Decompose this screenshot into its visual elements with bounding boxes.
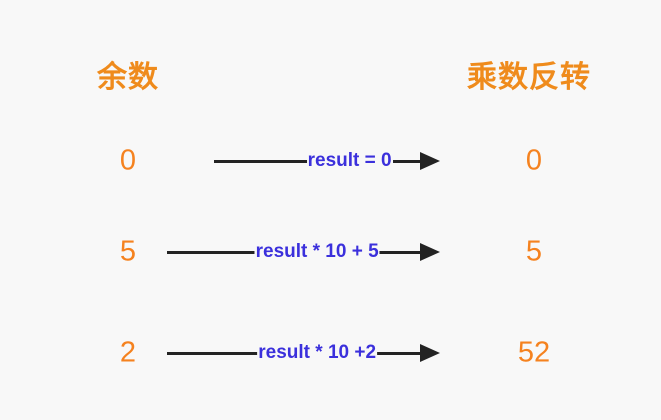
result-value-3: 52 bbox=[517, 336, 551, 369]
remainder-value-3: 2 bbox=[119, 336, 137, 369]
remainder-value-1: 0 bbox=[119, 144, 137, 177]
remainder-value-2: 5 bbox=[119, 235, 137, 268]
arrow-head-icon bbox=[420, 344, 440, 362]
arrow-label-3: result * 10 +2 bbox=[257, 342, 378, 363]
arrow-row-1: result = 0 bbox=[214, 148, 440, 174]
arrow-label-2: result * 10 + 5 bbox=[254, 241, 380, 262]
arrow-head-icon bbox=[420, 152, 440, 170]
arrow-label-1: result = 0 bbox=[306, 150, 393, 171]
arrow-row-3: result * 10 +2 bbox=[167, 340, 440, 366]
result-value-1: 0 bbox=[525, 144, 543, 177]
arrow-head-icon bbox=[420, 243, 440, 261]
arrow-row-2: result * 10 + 5 bbox=[167, 239, 440, 265]
result-value-2: 5 bbox=[525, 235, 543, 268]
column-header-reversed: 乘数反转 bbox=[467, 61, 591, 94]
column-header-remainder: 余数 bbox=[97, 61, 159, 94]
